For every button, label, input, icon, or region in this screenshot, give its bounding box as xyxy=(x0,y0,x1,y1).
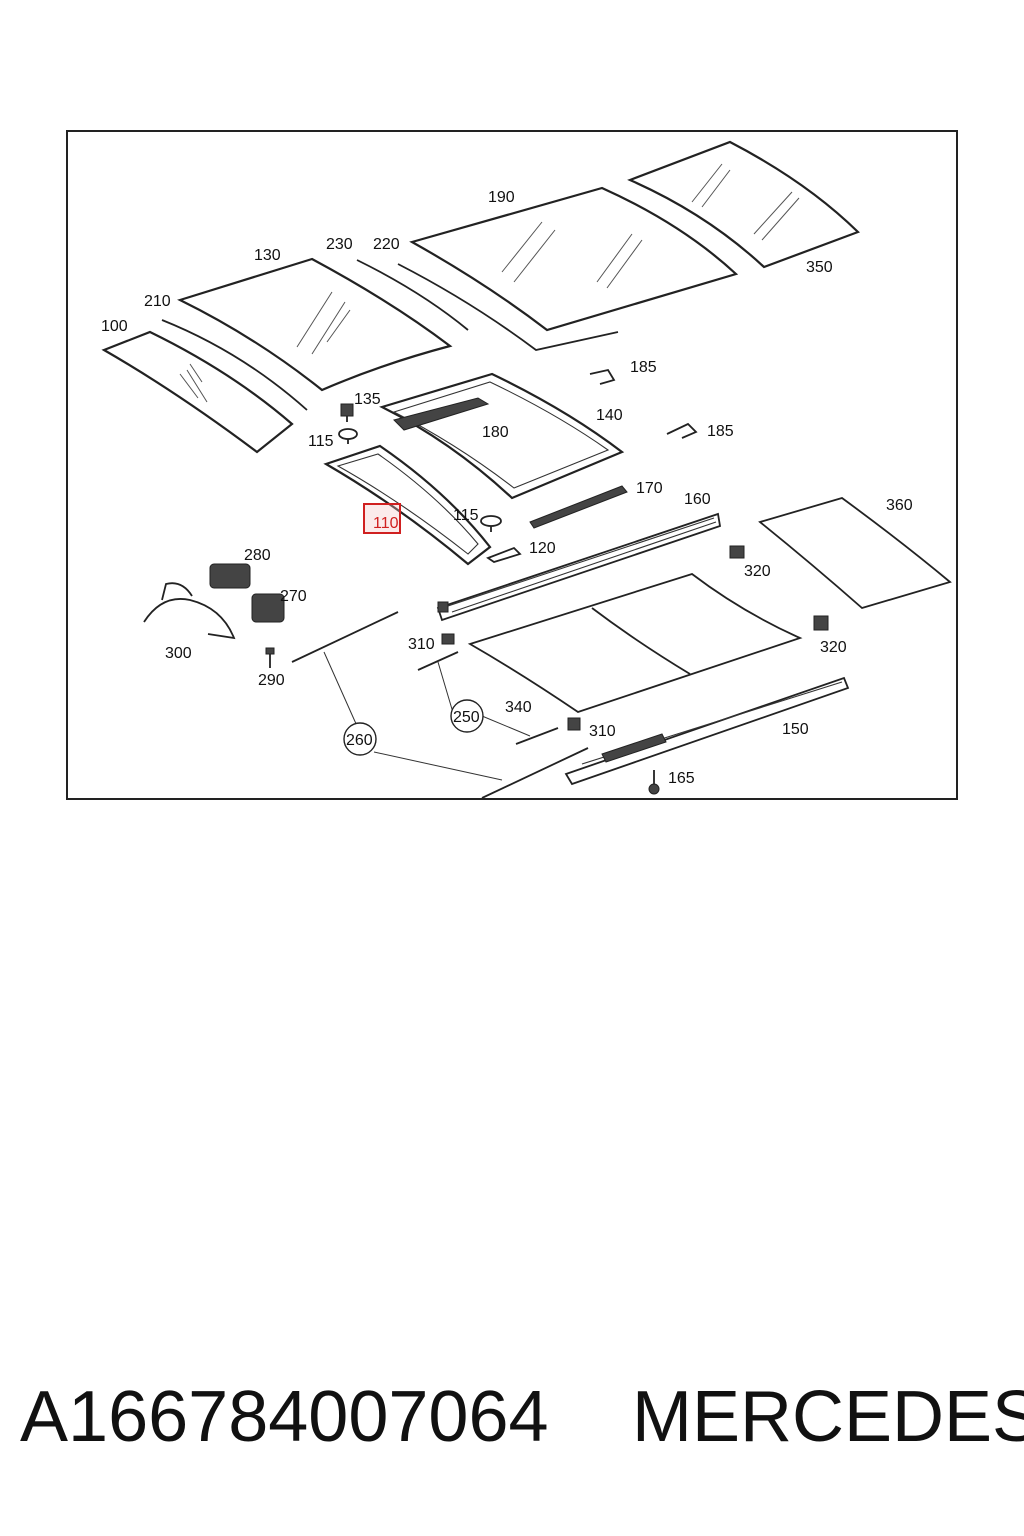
callout-300: 300 xyxy=(165,645,192,662)
callout-320-upper: 320 xyxy=(744,563,771,580)
part-250-cable-upper xyxy=(417,651,459,671)
callout-220: 220 xyxy=(373,236,400,253)
brand-name: MERCEDES xyxy=(632,1377,1024,1457)
part-160-guide-rail xyxy=(436,512,722,622)
part-260-cable-lower xyxy=(481,747,589,798)
part-number: A166784007064 xyxy=(20,1377,549,1457)
part-310-clip-lower xyxy=(567,717,581,731)
callout-320-lower: 320 xyxy=(820,639,847,656)
part-270-motor xyxy=(251,593,285,623)
part-115-grommet-right xyxy=(480,515,502,532)
callout-110: 110 xyxy=(373,515,399,532)
callout-360: 360 xyxy=(886,497,913,514)
parts-diagram-frame: 100 110 115 115 120 130 135 140 150 160 … xyxy=(66,130,958,800)
part-360-rear-frame xyxy=(758,497,952,610)
callout-160: 160 xyxy=(684,491,711,508)
part-250-cable-lower xyxy=(515,727,559,745)
callout-250: 250 xyxy=(453,709,480,726)
callout-190: 190 xyxy=(488,189,515,206)
highlight-box-110 xyxy=(363,503,401,534)
callout-185-lower: 185 xyxy=(707,423,734,440)
callout-170: 170 xyxy=(636,480,663,497)
part-150-guide-rail xyxy=(564,676,850,786)
callout-100: 100 xyxy=(101,318,128,335)
sunroof-exploded-diagram: 100 110 115 115 120 130 135 140 150 160 … xyxy=(101,140,952,798)
callout-350: 350 xyxy=(806,259,833,276)
part-340-sunshade xyxy=(467,573,803,713)
part-170-deflector xyxy=(529,485,628,529)
callout-leaders xyxy=(323,651,531,781)
part-260-cable-upper xyxy=(291,611,399,663)
part-120-bracket xyxy=(486,546,522,563)
part-230-seal xyxy=(356,259,469,331)
part-140-frame xyxy=(379,372,625,500)
callout-185-upper: 185 xyxy=(630,359,657,376)
callout-210: 210 xyxy=(144,293,171,310)
part-115-grommet-left xyxy=(338,428,358,444)
callout-circle-260 xyxy=(343,722,377,756)
part-190-glass xyxy=(409,186,739,332)
part-165-screw xyxy=(648,770,660,795)
part-300-wiring-harness xyxy=(143,582,236,640)
part-210-seal xyxy=(161,319,308,411)
callout-140: 140 xyxy=(596,407,623,424)
callout-135: 135 xyxy=(354,391,381,408)
part-135-clip xyxy=(340,403,354,422)
part-320-clip-lower xyxy=(813,615,829,631)
part-130-glass xyxy=(177,257,453,392)
callout-circle-250 xyxy=(450,699,484,733)
part-320-clip-upper xyxy=(729,545,745,559)
part-caption: A166784007064 MERCEDES xyxy=(20,1376,1024,1466)
part-310-clip-upper xyxy=(441,633,455,645)
part-185-bracket-upper xyxy=(589,368,616,385)
callout-310-lower: 310 xyxy=(589,723,616,740)
callout-150: 150 xyxy=(782,721,809,738)
callout-270: 270 xyxy=(280,588,307,605)
callout-290: 290 xyxy=(258,672,285,689)
callout-115-right: 115 xyxy=(453,507,479,524)
callout-120: 120 xyxy=(529,540,556,557)
part-100-front-glass xyxy=(101,330,294,454)
callout-280: 280 xyxy=(244,547,271,564)
callout-310-upper: 310 xyxy=(408,636,435,653)
callout-230: 230 xyxy=(326,236,353,253)
part-110-frame xyxy=(323,444,492,566)
part-220-seal xyxy=(397,263,619,351)
part-185-bracket-lower xyxy=(666,422,698,439)
callout-130: 130 xyxy=(254,247,281,264)
part-180-deflector xyxy=(393,397,490,431)
callout-165: 165 xyxy=(668,770,695,787)
callout-180: 180 xyxy=(482,424,509,441)
callout-260: 260 xyxy=(346,732,373,749)
callout-115-left: 115 xyxy=(308,433,334,450)
part-280-motor xyxy=(209,563,251,589)
part-350-rear-glass xyxy=(627,140,861,269)
callout-340: 340 xyxy=(505,699,532,716)
part-290-bolt xyxy=(265,647,275,668)
